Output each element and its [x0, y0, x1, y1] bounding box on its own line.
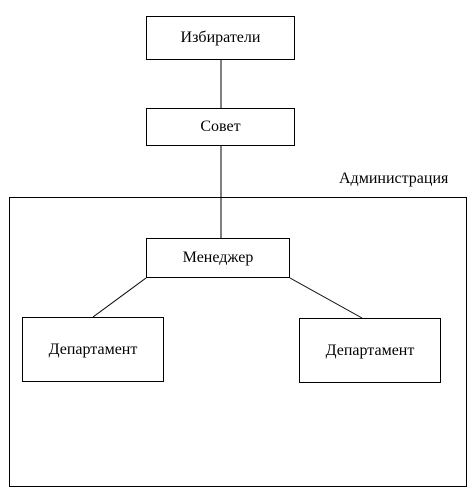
connector-manager-department-right — [289, 277, 363, 319]
department-left-box: Департамент — [22, 317, 164, 382]
council-label: Совет — [200, 118, 241, 135]
connector-manager-department-left — [92, 277, 147, 318]
manager-box: Менеджер — [146, 238, 290, 278]
administration-frame — [9, 197, 467, 487]
administration-label: Администрация — [339, 170, 449, 187]
department-right-box: Департамент — [299, 318, 441, 383]
voters-label: Избиратели — [180, 29, 261, 46]
department-left-label: Департамент — [48, 340, 138, 358]
voters-box: Избиратели — [146, 16, 295, 60]
department-right-label: Департамент — [325, 341, 415, 359]
manager-label: Менеджер — [182, 249, 254, 266]
council-box: Совет — [146, 108, 295, 146]
